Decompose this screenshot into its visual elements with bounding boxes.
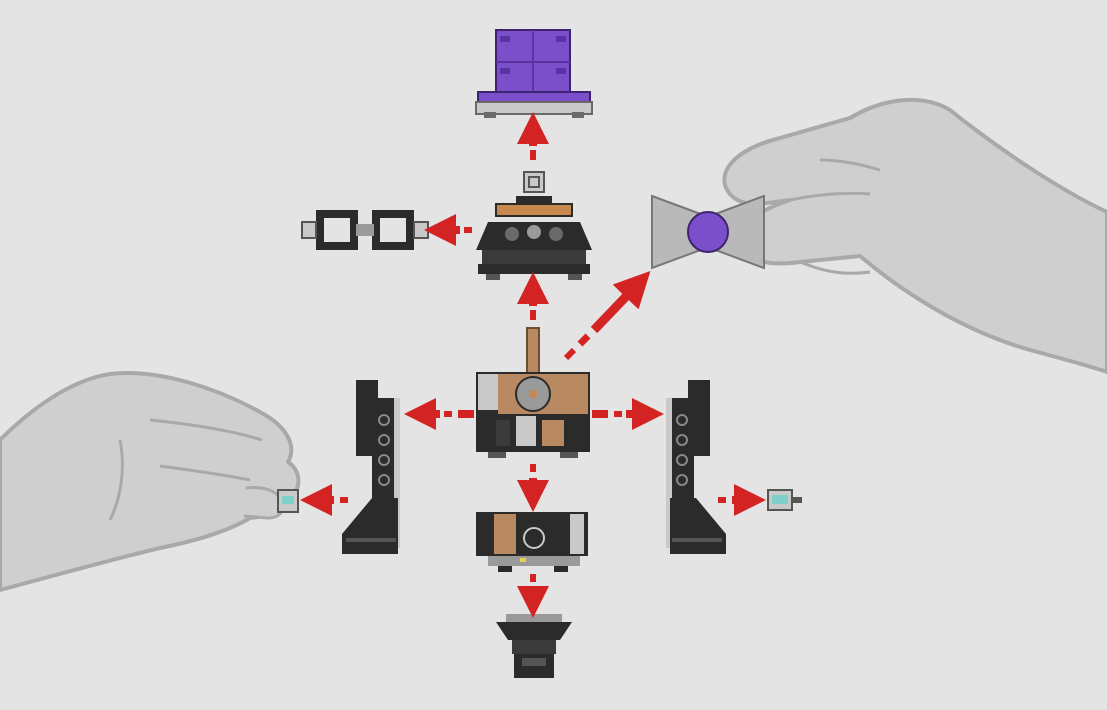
base-foot	[496, 614, 572, 678]
lower-body	[476, 512, 588, 572]
left-hand	[0, 373, 298, 590]
small-stud-cap	[524, 172, 544, 192]
left-leg	[342, 380, 400, 554]
left-clip	[278, 490, 298, 512]
twin-frames	[302, 210, 428, 250]
right-hand	[724, 100, 1107, 372]
bow-tie-piece	[652, 196, 764, 268]
purple-drum	[476, 30, 592, 118]
arrow-diagonal-to-bowtie	[566, 284, 638, 358]
upper-body	[476, 196, 592, 280]
core-assembly	[476, 328, 590, 458]
right-leg	[666, 380, 726, 554]
right-clip	[768, 490, 802, 510]
